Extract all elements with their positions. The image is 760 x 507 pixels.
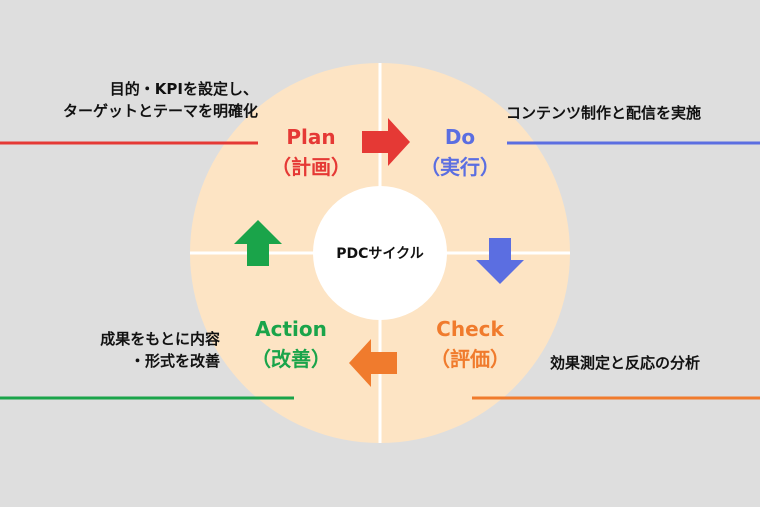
action-note-line-2: ・形式を改善: [129, 352, 220, 370]
center-circle: [313, 186, 447, 320]
action-title: Action: [255, 317, 327, 341]
do-note-line-1: コンテンツ制作と配信を実施: [506, 104, 702, 122]
plan-note: 目的・KPIを設定し、 ターゲットとテーマを明確化: [8, 78, 258, 122]
check-phase: Check （評価）: [415, 314, 525, 374]
do-note: コンテンツ制作と配信を実施: [506, 102, 701, 124]
plan-note-line-2: ターゲットとテーマを明確化: [62, 102, 258, 120]
arrow-left-icon: [349, 339, 397, 387]
plan-title: Plan: [286, 125, 336, 149]
action-subtitle: （改善）: [251, 347, 331, 371]
action-phase: Action （改善）: [236, 314, 346, 374]
do-phase: Do （実行）: [410, 122, 510, 182]
plan-phase: Plan （計画）: [256, 122, 366, 182]
check-subtitle: （評価）: [430, 347, 510, 371]
center-label: PDCサイクル: [336, 246, 424, 262]
arrow-down-icon: [476, 238, 524, 284]
check-note-line-1: 効果測定と反応の分析: [550, 354, 701, 372]
action-note: 成果をもとに内容 ・形式を改善: [20, 328, 220, 372]
check-title: Check: [436, 317, 504, 341]
plan-subtitle: （計画）: [271, 155, 351, 179]
arrow-right-icon: [362, 118, 410, 166]
check-note: 効果測定と反応の分析: [550, 352, 700, 374]
do-subtitle: （実行）: [420, 155, 500, 179]
do-title: Do: [444, 125, 476, 149]
action-note-line-1: 成果をもとに内容: [100, 330, 220, 348]
plan-note-line-1: 目的・KPIを設定し、: [109, 80, 258, 98]
arrow-up-icon: [234, 220, 282, 266]
